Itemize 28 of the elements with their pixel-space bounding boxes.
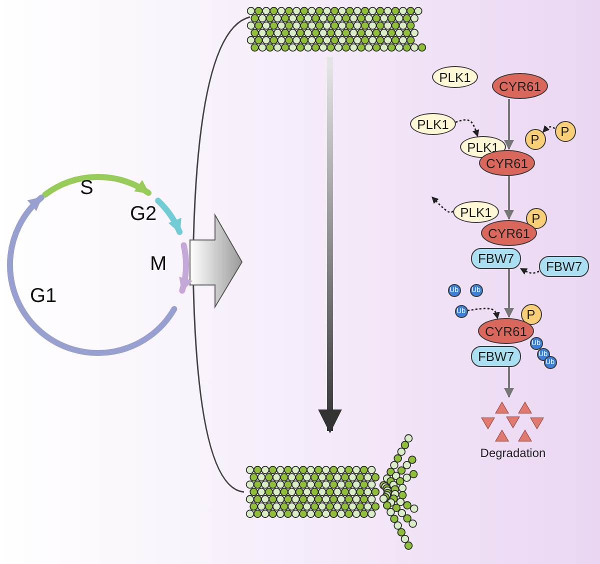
protein-oval: CYR61 bbox=[492, 73, 548, 99]
dashed-arrow bbox=[455, 119, 480, 137]
phosphate-circle: P bbox=[554, 120, 576, 142]
protein-oval: PLK1 bbox=[453, 201, 499, 223]
protein-box: FBW7 bbox=[539, 256, 589, 276]
node-label: Degradation bbox=[480, 446, 546, 460]
protein-box: FBW7 bbox=[471, 248, 521, 268]
arrow bbox=[504, 366, 514, 398]
phase-label: M bbox=[150, 254, 167, 274]
phosphate-circle: P bbox=[520, 304, 542, 324]
dashed-arrow bbox=[467, 308, 500, 320]
protein-oval: CYR61 bbox=[481, 220, 537, 246]
arrow bbox=[504, 176, 514, 220]
arrow bbox=[504, 99, 514, 150]
phase-label: S bbox=[80, 178, 94, 198]
phase-label: G1 bbox=[30, 286, 57, 306]
phosphate-circle: P bbox=[526, 208, 546, 228]
arrow bbox=[318, 57, 342, 434]
protein-oval: PLK1 bbox=[432, 66, 478, 88]
protein-box: FBW7 bbox=[471, 346, 521, 366]
dashed-arrow bbox=[432, 196, 454, 214]
protein-oval: CYR61 bbox=[478, 318, 534, 344]
phase-label: G2 bbox=[130, 204, 157, 224]
arrow bbox=[504, 268, 514, 318]
phosphate-circle: P bbox=[524, 128, 546, 150]
protein-oval: PLK1 bbox=[410, 113, 456, 135]
dashed-arrow bbox=[542, 125, 556, 133]
dashed-arrow bbox=[520, 268, 540, 275]
